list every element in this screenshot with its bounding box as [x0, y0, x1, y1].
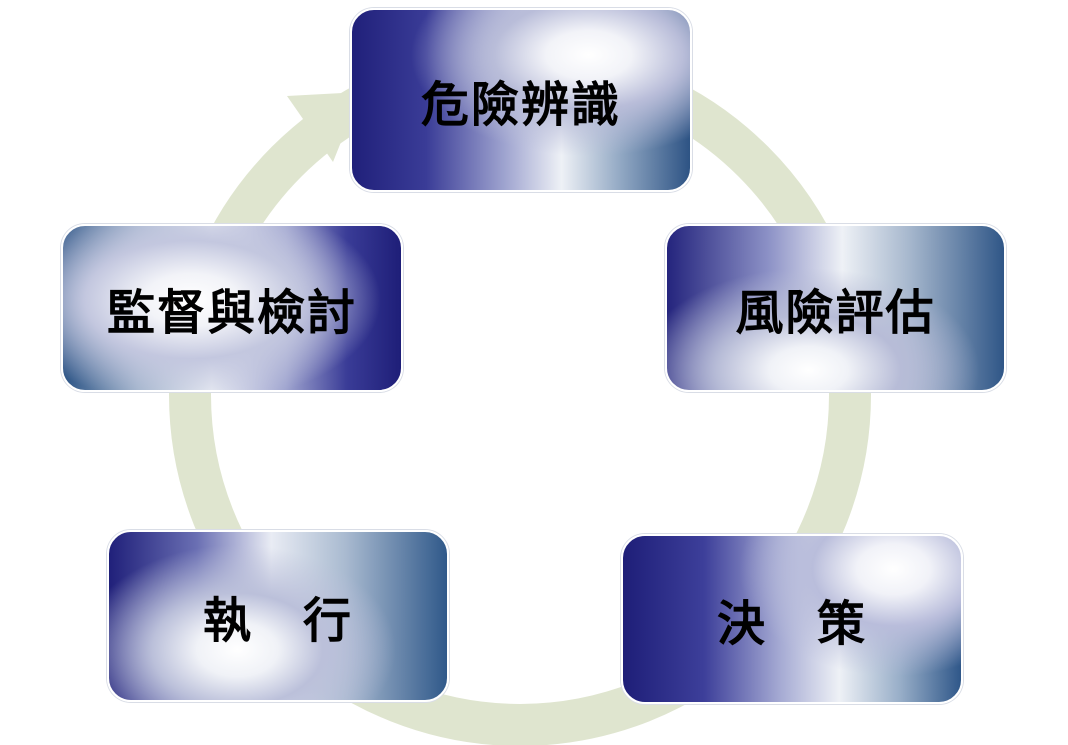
node-monitoring-review: 監督與檢討 — [61, 224, 403, 392]
node-label: 風險評估 — [735, 285, 936, 341]
node-label: 監督與檢討 — [106, 285, 357, 341]
node-label: 決 策 — [716, 596, 867, 652]
node-execution: 執 行 — [107, 530, 449, 702]
node-hazard-identification: 危險辨識 — [350, 8, 692, 192]
node-label: 執 行 — [202, 593, 353, 649]
node-decision: 決 策 — [621, 534, 963, 704]
node-label: 危險辨識 — [420, 77, 621, 133]
cycle-arrowhead — [287, 92, 361, 162]
node-risk-assessment: 風險評估 — [665, 224, 1006, 392]
